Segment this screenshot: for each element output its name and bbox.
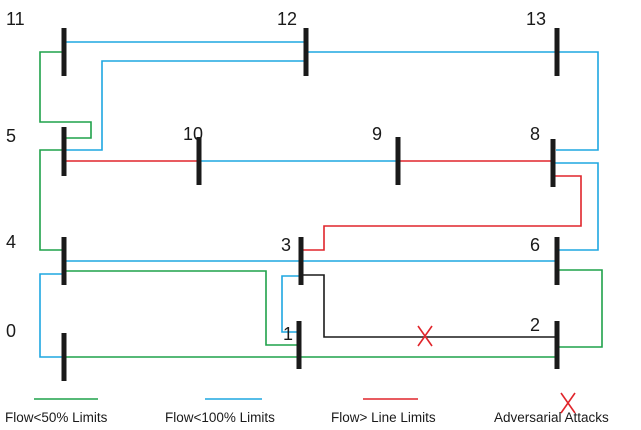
line-5-11 xyxy=(39,51,92,139)
legend-label-under-100: Flow<100% Limits xyxy=(165,410,275,425)
bus-label-4: 4 xyxy=(6,232,16,252)
line-6-2 xyxy=(557,269,603,348)
legend-label-attack: Adversarial Attacks xyxy=(494,410,609,425)
bus-label-2: 2 xyxy=(530,315,540,335)
bus-label-0: 0 xyxy=(6,321,16,341)
legend-label-over-limit: Flow> Line Limits xyxy=(331,410,436,425)
line-3-2 xyxy=(301,274,557,338)
bus-bars xyxy=(61,28,560,381)
line-4-1 xyxy=(64,270,299,346)
bus-label-3: 3 xyxy=(281,235,291,255)
bus-label-11: 11 xyxy=(6,9,25,29)
bus-label-5: 5 xyxy=(6,126,16,146)
bus-label-10: 10 xyxy=(183,124,203,144)
bus-label-6: 6 xyxy=(530,235,540,255)
line-5-12 xyxy=(64,60,306,151)
line-8-6 xyxy=(553,162,599,251)
bus-label-13: 13 xyxy=(526,9,546,29)
bus-label-12: 12 xyxy=(277,9,297,29)
line-8-3 xyxy=(301,175,582,251)
bus-labels: 11 12 13 5 10 9 8 4 3 6 0 1 2 xyxy=(6,9,546,344)
transmission-lines xyxy=(39,41,603,358)
attack-marker xyxy=(417,325,433,347)
bus-label-8: 8 xyxy=(530,124,540,144)
line-0-4 xyxy=(39,273,64,358)
line-12-13 xyxy=(306,51,599,151)
bus-label-9: 9 xyxy=(372,124,382,144)
attack-x-stroke-b xyxy=(417,325,433,347)
legend: Flow<50% Limits Flow<100% Limits Flow> L… xyxy=(5,392,609,425)
legend-label-under-50: Flow<50% Limits xyxy=(5,410,108,425)
line-5-4 xyxy=(39,149,64,251)
bus-label-1: 1 xyxy=(283,324,293,344)
line-3-1 xyxy=(281,275,301,333)
legend-attack-stroke-b xyxy=(560,392,576,414)
